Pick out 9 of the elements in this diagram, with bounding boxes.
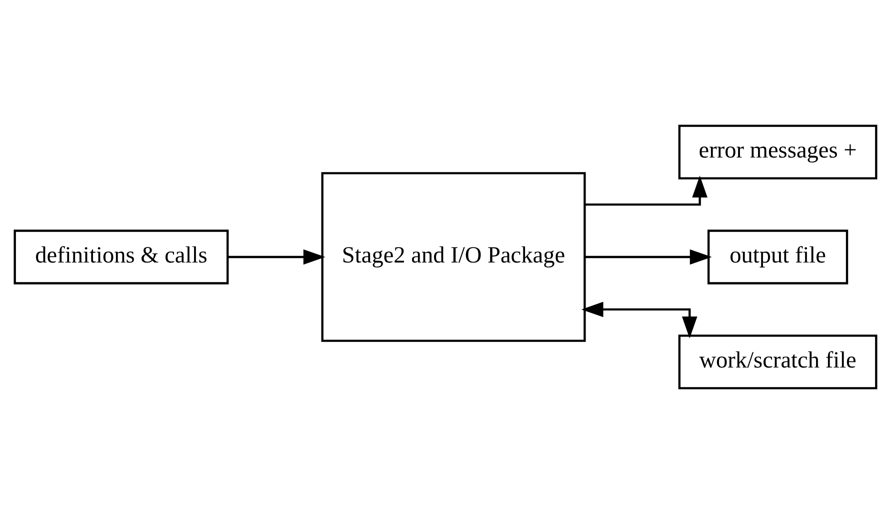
node-box: error messages + xyxy=(678,124,878,180)
arrow xyxy=(581,302,698,338)
arrow xyxy=(228,249,326,265)
node-box: work/scratch file xyxy=(678,334,878,390)
arrow xyxy=(584,249,712,265)
node-box: definitions & calls xyxy=(14,230,229,284)
node-box: Stage2 and I/O Package xyxy=(321,172,586,342)
node-box: output file xyxy=(707,230,848,284)
arrow xyxy=(585,176,708,206)
